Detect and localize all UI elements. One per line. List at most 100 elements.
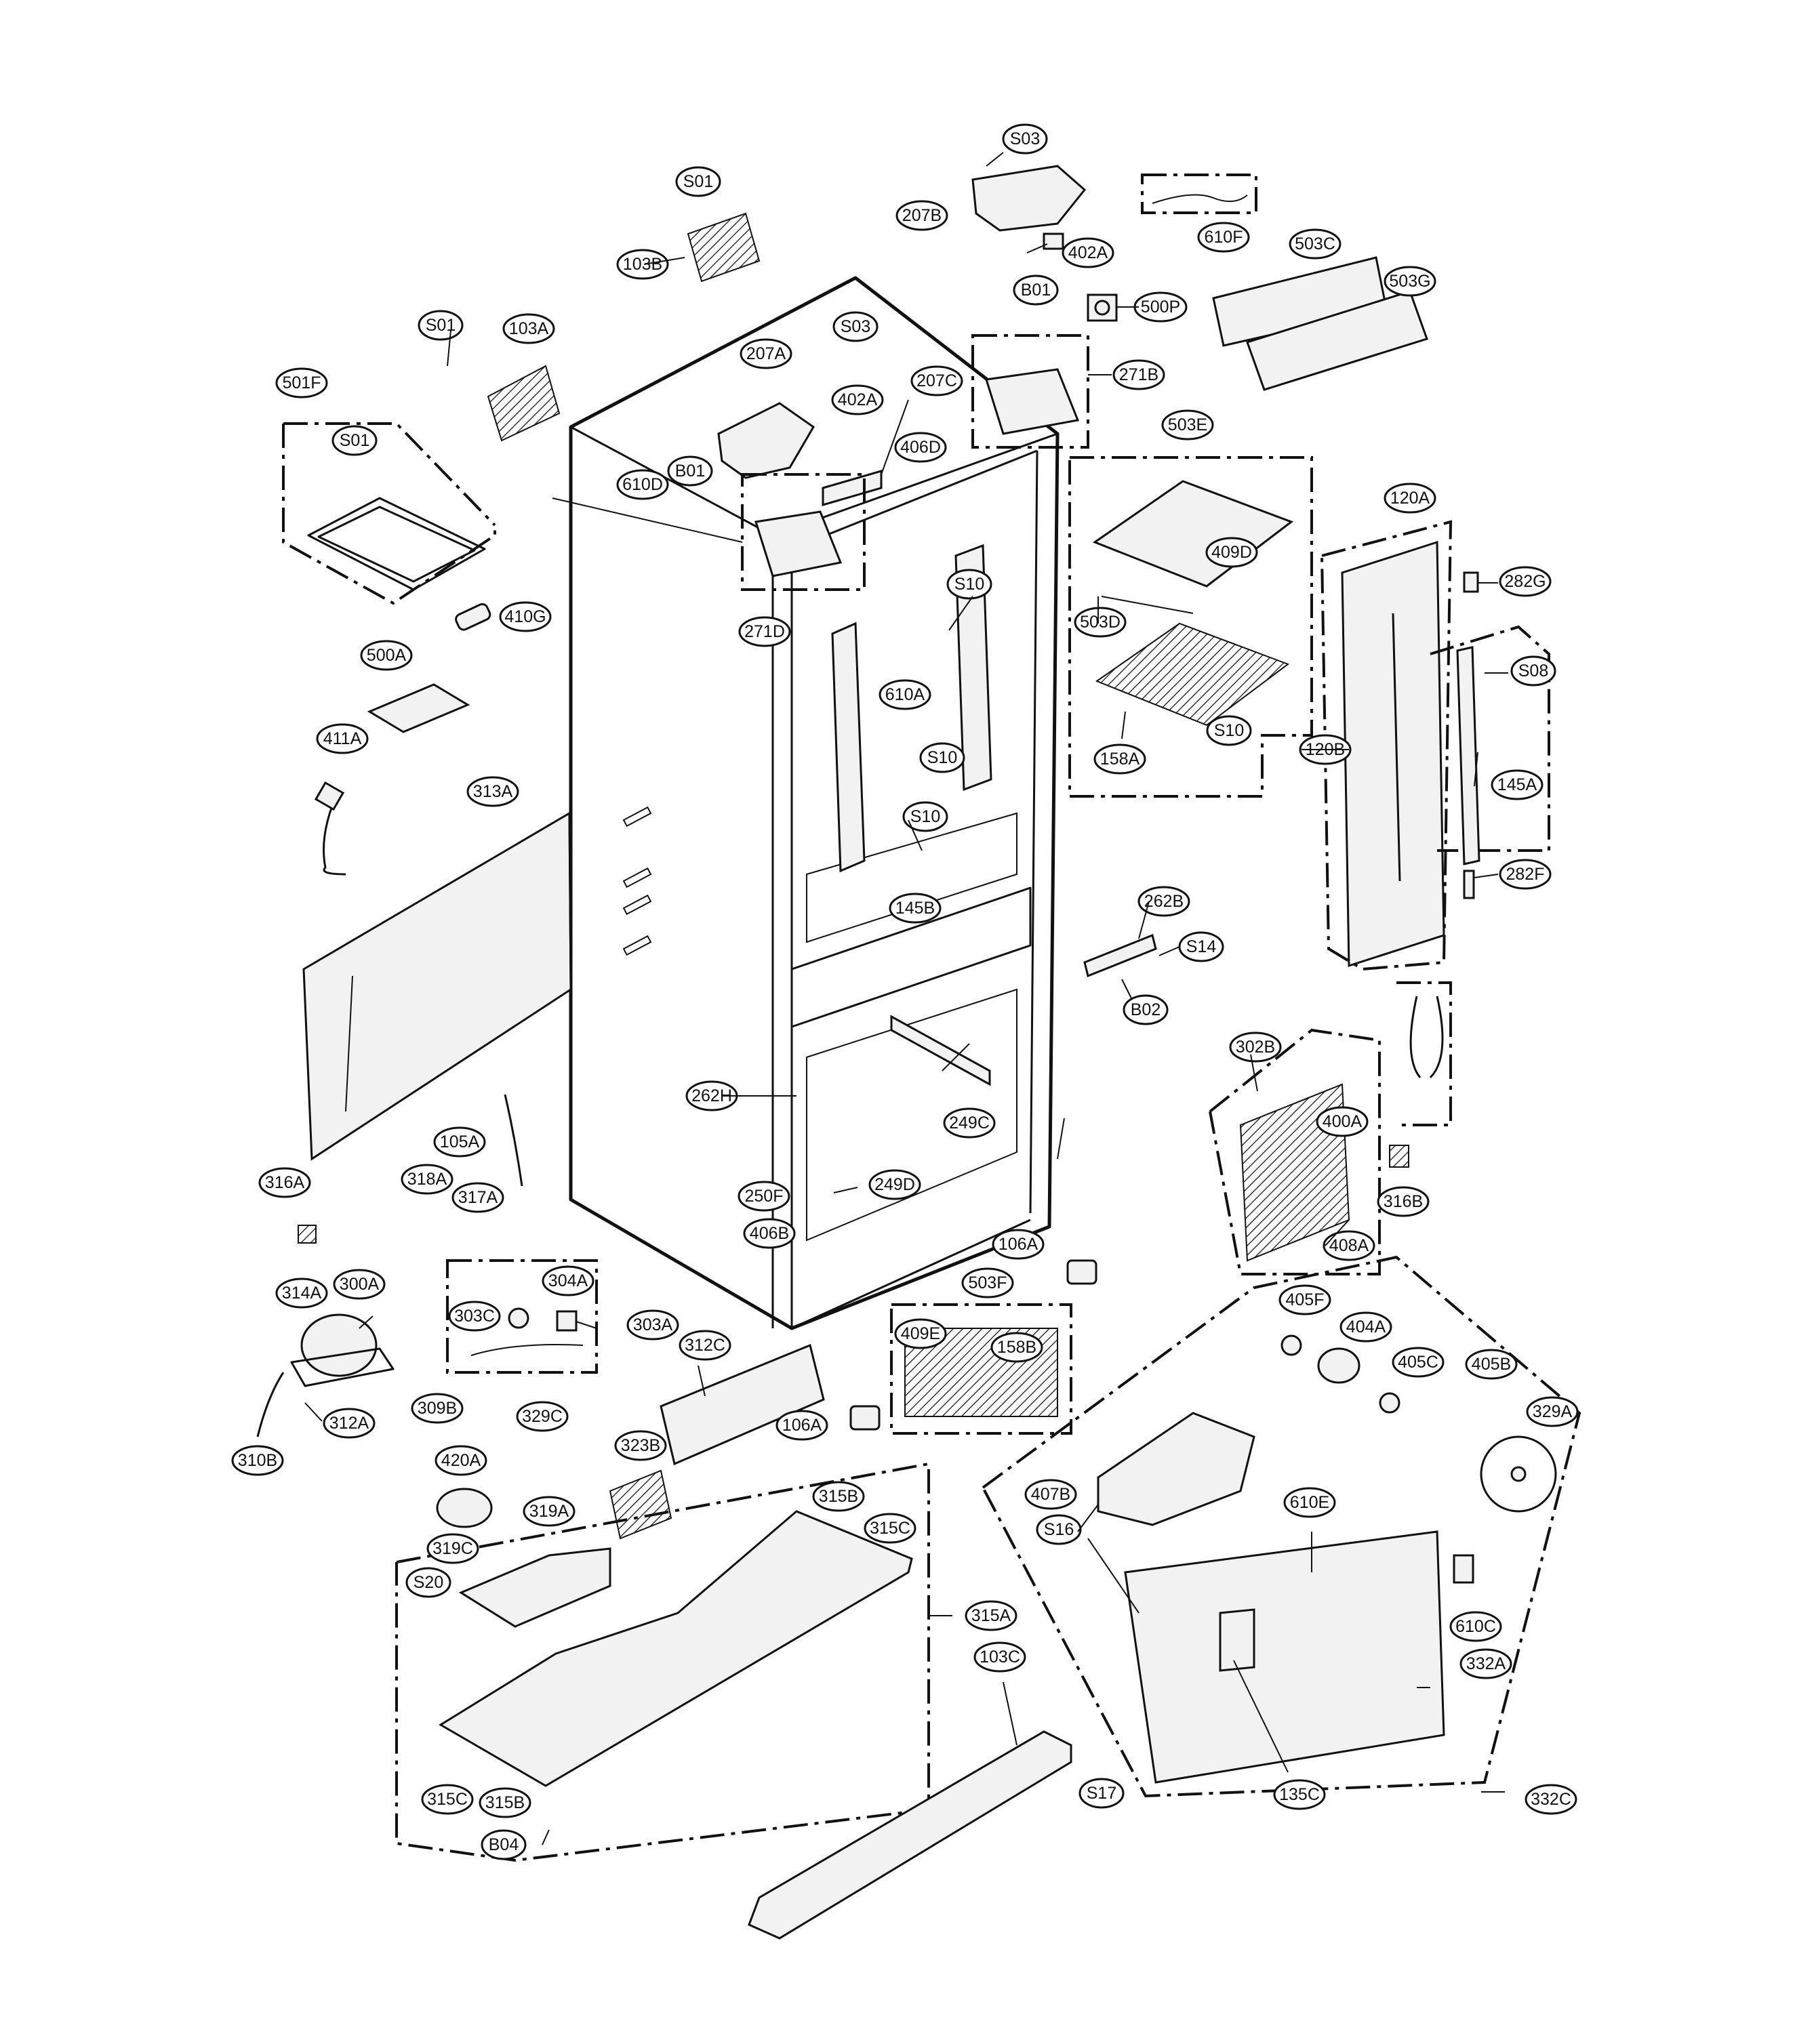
part-label: 303C [448,1301,501,1332]
part-label-text: 106A [782,1416,822,1435]
part-label-text: 406B [750,1224,789,1243]
part-label-text: 332A [1466,1654,1506,1673]
part-label: 271D [738,616,791,647]
part-label-text: 282F [1506,865,1545,884]
part-label-text: 304A [548,1271,588,1290]
part-label: 405B [1465,1349,1518,1380]
base-plate-315a [395,1462,930,1862]
part-label-text: 313A [473,782,513,801]
part-label: 262B [1137,886,1190,917]
part-label-text: 249C [949,1113,990,1132]
part-label: 103B [616,249,669,280]
part-label: 309B [411,1393,464,1424]
part-label-text: 300A [340,1275,380,1294]
part-label: S01 [418,310,464,341]
clip-282f [1463,870,1475,899]
part-label-text: 316A [265,1173,305,1192]
leveler-106a [849,1259,1097,1431]
part-label: 250F [738,1181,790,1212]
part-label: 319A [523,1496,576,1527]
glass-shelf-501f [282,422,496,605]
part-label: 315C [864,1513,916,1544]
part-label-text: 315A [971,1606,1011,1625]
part-label-text: 406D [900,438,941,457]
part-label-text: S01 [683,172,713,191]
part-label-text: 405C [1398,1353,1438,1372]
part-label: S03 [1002,123,1048,155]
part-label-text: 400A [1323,1112,1363,1131]
part-label-text: S03 [1010,129,1040,148]
dispenser-panel-120a [1320,520,1453,971]
part-label-text: 610E [1290,1493,1329,1512]
part-label: 316B [1377,1186,1430,1217]
part-label: B04 [481,1829,527,1860]
part-label: 318A [401,1164,453,1195]
part-label-text: 271D [744,622,785,641]
part-label: 310B [231,1445,284,1476]
part-label: 302B [1229,1031,1282,1063]
part-label-text: 610F [1205,228,1243,247]
part-label-text: 315C [870,1519,910,1538]
part-label: 503C [1289,228,1342,260]
part-label-text: 410G [504,607,546,626]
part-label-text: 420A [441,1451,481,1470]
part-label-text: 404A [1346,1317,1386,1336]
hinge-cover-103b [687,212,761,283]
part-label-text: 312C [685,1336,725,1355]
part-label: S17 [1078,1778,1125,1809]
part-label: 145B [889,893,942,924]
part-label-text: 262B [1144,892,1184,911]
refrigerator-cabinet [569,276,1060,1330]
part-label: 402A [831,384,884,415]
part-label-text: 249D [874,1175,915,1194]
part-label: 315C [421,1784,474,1815]
part-label: S08 [1510,655,1556,687]
part-label-text: 329A [1533,1402,1573,1421]
part-label: 332C [1525,1784,1577,1815]
back-cover-313a [302,811,572,1161]
pcb-500a [367,683,470,733]
part-label-text: 503C [1295,234,1335,253]
fan-assembly-332c [982,1255,1581,1798]
part-label: 411A [316,723,369,754]
part-label: 407B [1024,1479,1077,1510]
part-label-text: S17 [1087,1784,1116,1803]
part-label-text: B02 [1131,1000,1161,1019]
part-label: 323B [614,1430,667,1461]
part-label: S10 [1206,715,1252,746]
part-label: 304A [542,1265,594,1296]
part-label: B01 [1013,274,1059,306]
sensor-610c [1453,1554,1474,1584]
part-label: 610E [1283,1487,1336,1518]
part-label-text: 411A [323,729,362,748]
evaporator-323b [609,1469,672,1540]
part-label: 103A [502,313,555,344]
part-label: 249C [943,1107,996,1139]
part-label-text: 282G [1504,572,1546,591]
part-label: 329C [516,1401,569,1432]
part-label-text: 319C [432,1539,473,1558]
part-label-text: 317A [458,1188,498,1207]
part-label: 500A [360,640,413,671]
part-label: 207C [910,365,963,396]
hinge-cover-207a [717,402,815,479]
relay-kit-303a [446,1259,598,1374]
part-label-text: 105A [440,1132,480,1151]
part-label-text: S10 [927,748,957,767]
part-label: 503D [1074,607,1127,638]
part-label-text: 158A [1100,750,1140,769]
display-503g [1246,290,1428,391]
part-label: 409D [1205,537,1258,568]
part-label-text: 409E [901,1324,940,1343]
part-label: S16 [1036,1514,1082,1545]
ice-tray-503e [1068,456,1313,798]
part-label-text: S01 [340,431,369,450]
pad-316a [298,1225,317,1244]
part-label-text: 318A [407,1170,447,1189]
compressor-300a [290,1313,395,1387]
part-label: 106A [775,1410,828,1441]
part-label-text: 103B [623,255,662,274]
part-label: 503G [1384,266,1436,297]
part-label-text: 207C [916,371,957,390]
